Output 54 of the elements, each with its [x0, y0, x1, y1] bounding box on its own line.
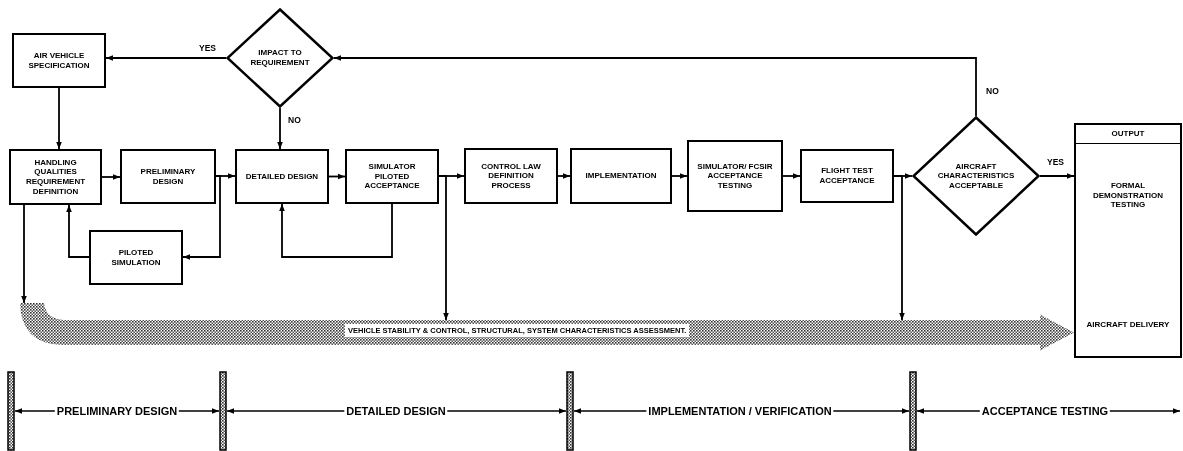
- section-heading: OUTPUT: [1076, 125, 1180, 144]
- process-box: [9, 149, 102, 205]
- phase-label: PRELIMINARY DESIGN: [54, 405, 180, 417]
- edge-label: NO: [985, 86, 1000, 96]
- arrow: [557, 173, 571, 179]
- arrow: [105, 55, 227, 61]
- output-box: [1074, 123, 1182, 358]
- arrow: [671, 173, 688, 179]
- node-label: FORMAL DEMONSTRATION TESTING: [1091, 181, 1165, 210]
- arrow: [328, 173, 346, 180]
- arrow: [279, 203, 393, 258]
- arrow: [333, 55, 977, 117]
- phase-label: DETAILED DESIGN: [344, 405, 448, 417]
- edge-label: YES: [198, 43, 217, 53]
- arrow: [782, 173, 801, 179]
- phase-label: ACCEPTANCE TESTING: [979, 405, 1111, 417]
- process-box: [345, 149, 439, 204]
- arrow: [1039, 173, 1075, 179]
- decision-diamond: [912, 116, 1040, 236]
- process-box: [687, 140, 783, 212]
- arrow: [182, 175, 221, 260]
- node-label: PILOTED SIMULATION: [110, 247, 162, 268]
- arrow: [66, 204, 90, 258]
- decision-diamond: [226, 8, 334, 108]
- phase-label: IMPLEMENTATION / VERIFICATION: [646, 405, 834, 417]
- node-label: IMPLEMENTATION: [585, 171, 657, 181]
- node-label: PRELIMINARY DESIGN: [139, 166, 197, 187]
- process-box: [120, 149, 216, 204]
- edge-label: NO: [287, 115, 302, 125]
- edge-label: YES: [1046, 157, 1065, 167]
- node-label: HANDLING QUALITIES REQUIREMENT DEFINITION: [24, 157, 87, 197]
- node-label: AIR VEHICLE SPECIFICATION: [27, 50, 91, 71]
- arrow: [101, 174, 121, 180]
- process-box: [570, 148, 672, 204]
- band-arrowhead: [1038, 314, 1074, 351]
- arrow: [21, 204, 27, 304]
- process-box: [89, 230, 183, 285]
- node-label: SIMULATOR/ FCSIR ACCEPTANCE TESTING: [696, 161, 774, 191]
- arrow: [438, 175, 449, 321]
- process-box: [235, 149, 329, 204]
- process-box: [12, 33, 106, 88]
- node-label: DETAILED DESIGN: [245, 171, 319, 182]
- process-box: [800, 149, 894, 203]
- arrow: [56, 87, 62, 150]
- assessment-band: [18, 300, 1038, 348]
- process-box: [464, 148, 558, 204]
- node-label: CONTROL LAW DEFINITION PROCESS: [480, 161, 542, 191]
- arrow: [893, 175, 905, 321]
- node-label: IMPACT TO REQUIREMENT: [249, 48, 311, 68]
- node-label: FLIGHT TEST ACCEPTANCE: [818, 166, 876, 186]
- node-label: SIMULATOR PILOTED ACCEPTANCE: [363, 162, 421, 191]
- node-label: AIRCRAFT CHARACTERISTICS ACCEPTABLE: [936, 161, 1016, 191]
- node-label: AIRCRAFT DELIVERY: [1085, 320, 1171, 330]
- arrow: [277, 107, 283, 150]
